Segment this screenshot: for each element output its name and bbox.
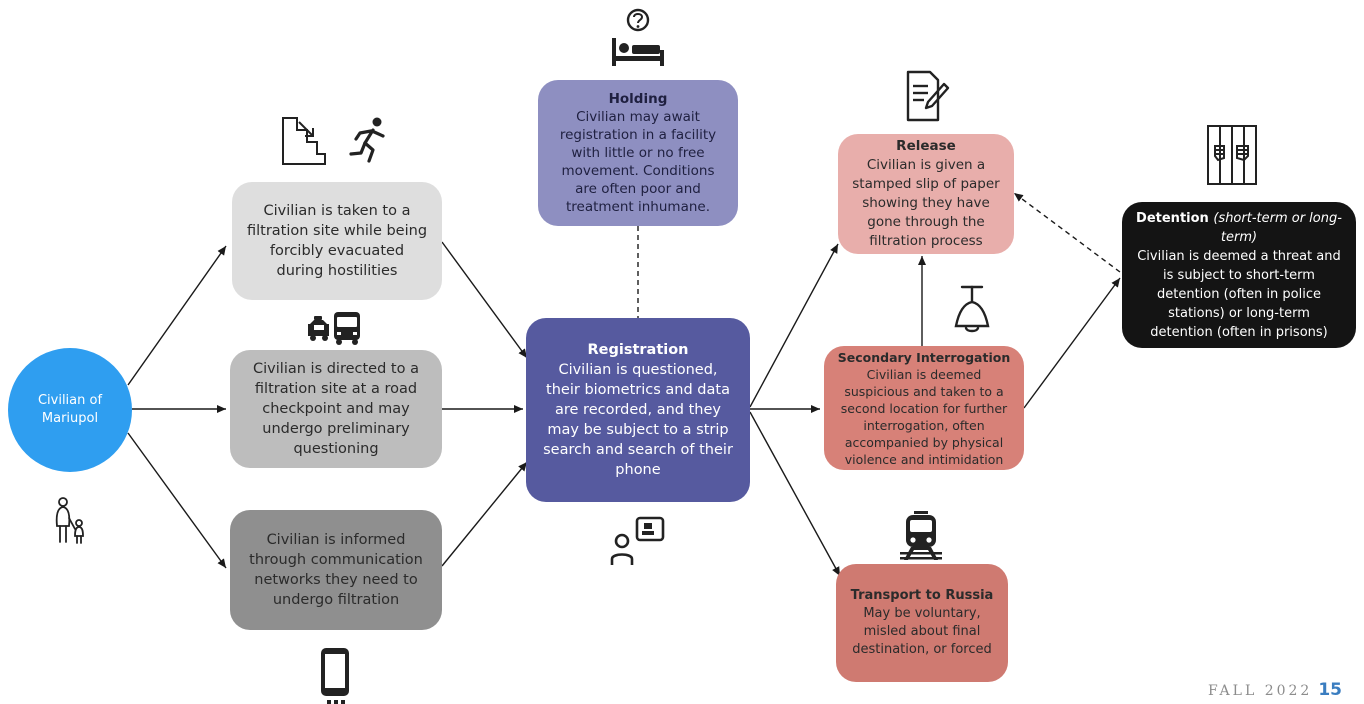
node-registration-body: Civilian is questioned, their biometrics… bbox=[543, 362, 733, 478]
edge-civilian-forced bbox=[127, 245, 227, 386]
node-detention-title-line: Detention (short-term or long-term) bbox=[1136, 209, 1342, 247]
train-icon bbox=[900, 511, 942, 560]
node-informed: Civilian is informed through communicati… bbox=[230, 510, 442, 630]
node-civilian-label: Civilian of Mariupol bbox=[37, 393, 103, 426]
edge-registration-transport bbox=[749, 411, 841, 577]
node-release-body: Civilian is given a stamped slip of pape… bbox=[852, 157, 1000, 249]
taxi-bus-icon bbox=[308, 312, 360, 345]
node-holding-title: Holding bbox=[608, 91, 668, 107]
smartphone-icon bbox=[321, 648, 349, 704]
document-pen-icon bbox=[906, 70, 950, 122]
id-card-person-icon bbox=[610, 516, 665, 565]
edge-informed-registration bbox=[441, 461, 528, 567]
node-release: Release Civilian is given a stamped slip… bbox=[838, 134, 1014, 254]
page-footer: FALL 2022 15 bbox=[1208, 680, 1342, 700]
edge-detention-release bbox=[1013, 192, 1121, 273]
edge-registration-release bbox=[749, 243, 839, 408]
node-detention-title: Detention bbox=[1136, 210, 1209, 226]
node-detention: Detention (short-term or long-term) Civi… bbox=[1122, 202, 1356, 348]
edge-civilian-informed bbox=[127, 432, 227, 569]
node-forced-evacuation-body: Civilian is taken to a filtration site w… bbox=[246, 203, 428, 279]
running-person-icon bbox=[349, 117, 385, 163]
node-road-checkpoint: Civilian is directed to a filtration sit… bbox=[230, 350, 442, 468]
node-road-checkpoint-body: Civilian is directed to a filtration sit… bbox=[253, 361, 419, 457]
jail-icon bbox=[1207, 125, 1257, 185]
node-release-title: Release bbox=[896, 138, 956, 154]
node-transport-russia-title: Transport to Russia bbox=[850, 588, 994, 603]
edge-secondary-detention bbox=[1023, 277, 1121, 409]
page-number: 15 bbox=[1318, 680, 1342, 700]
node-civilian: Civilian of Mariupol bbox=[8, 348, 132, 472]
node-secondary-interrogation: Secondary Interrogation Civilian is deem… bbox=[824, 346, 1024, 470]
footer-season: FALL 2022 bbox=[1208, 683, 1313, 699]
node-secondary-interrogation-body: Civilian is deemed suspicious and taken … bbox=[840, 366, 1008, 467]
edge-forced-registration bbox=[441, 241, 528, 359]
node-transport-russia: Transport to Russia May be voluntary, mi… bbox=[836, 564, 1008, 682]
node-holding-body: Civilian may await registration in a fac… bbox=[559, 109, 717, 215]
stairs-exit-icon bbox=[282, 117, 326, 165]
node-transport-russia-body: May be voluntary, misled about final des… bbox=[852, 606, 992, 657]
node-registration: Registration Civilian is questioned, the… bbox=[526, 318, 750, 502]
node-forced-evacuation: Civilian is taken to a filtration site w… bbox=[232, 182, 442, 300]
bed-question-icon bbox=[612, 8, 664, 66]
lamp-icon bbox=[954, 285, 990, 333]
family-icon bbox=[55, 497, 84, 544]
node-detention-title-note: (short-term or long-term) bbox=[1213, 210, 1342, 245]
node-detention-body: Civilian is deemed a threat and is subje… bbox=[1137, 248, 1341, 340]
node-registration-title: Registration bbox=[587, 342, 689, 358]
node-holding: Holding Civilian may await registration … bbox=[538, 80, 738, 226]
node-secondary-interrogation-title: Secondary Interrogation bbox=[837, 349, 1011, 365]
node-informed-body: Civilian is informed through communicati… bbox=[249, 532, 423, 608]
